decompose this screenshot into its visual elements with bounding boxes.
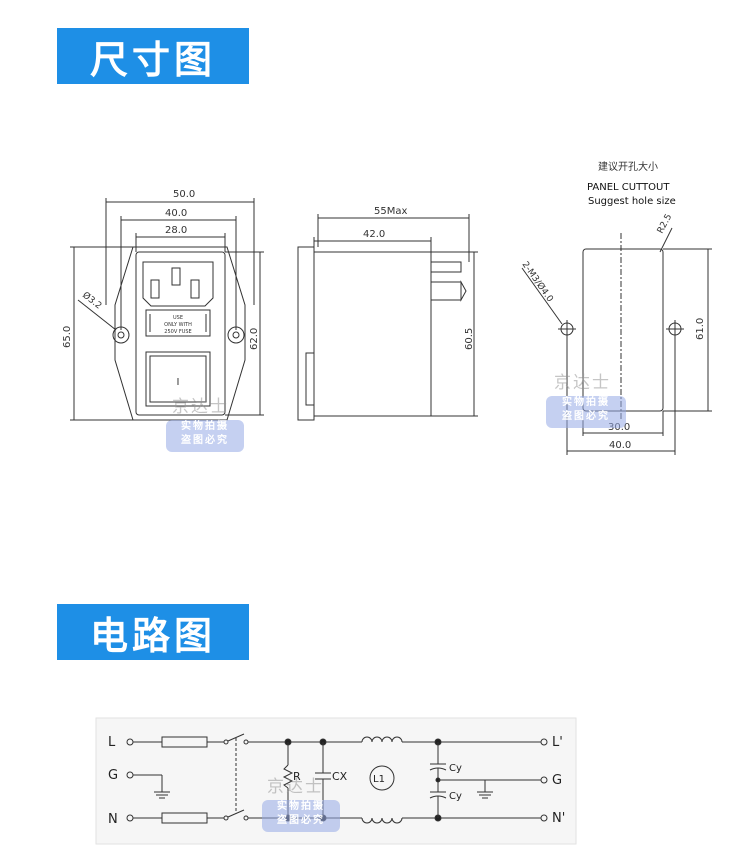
iec-inlet: [142, 261, 214, 307]
circuit-in-n: N: [108, 812, 118, 827]
label-cx: CX: [332, 770, 348, 783]
fuse-label-line2: ONLY WITH: [164, 322, 192, 328]
circuit-in-l: L: [108, 735, 116, 750]
circuit-out-n: N': [552, 811, 565, 826]
inductor-l1: [369, 765, 395, 791]
circuit-in-g: G: [108, 768, 118, 783]
circuit-out-l: L': [552, 735, 563, 750]
dimension-drawings: USE ONLY WITH 250V FUSE I 50.0 40.0 28.0…: [62, 160, 712, 455]
dim-61: 61.0: [695, 318, 706, 340]
rocker-switch: [145, 351, 211, 407]
dim-65: 65.0: [62, 326, 73, 348]
circuit-diagram: L G N R CX L1 Cy Cy L': [95, 717, 577, 845]
dim-40-cutout: 40.0: [609, 440, 631, 451]
fuse-label-line1: USE: [173, 315, 183, 321]
dim-62: 62.0: [249, 328, 260, 350]
circuit-banner: 电路图: [57, 604, 249, 660]
inductor-top: [361, 736, 403, 743]
switch-mark: I: [177, 377, 180, 388]
dim-hole: Ø3.2: [80, 290, 104, 312]
front-view: USE ONLY WITH 250V FUSE I 50.0 40.0 28.0…: [62, 189, 264, 421]
watermark-badge-2: 实物拍摄 盗图必究: [546, 396, 626, 428]
dim-55max: 55Max: [374, 206, 407, 217]
watermark-brand-1: 京达士: [172, 397, 229, 417]
fuse-holder: [145, 309, 211, 337]
resistor-r: [282, 764, 294, 789]
circuit-out-g: G: [552, 773, 562, 788]
dim-50: 50.0: [173, 189, 195, 200]
label-r: R: [293, 770, 301, 783]
label-l1: L1: [373, 774, 385, 785]
side-body: [313, 251, 432, 417]
watermark-line1: 实物拍摄: [562, 397, 610, 408]
side-view: 55Max 42.0 60.5: [297, 206, 478, 421]
dimensions-banner: 尺寸图: [57, 28, 249, 84]
label-cy2: Cy: [449, 791, 462, 802]
cutout-title-en: PANEL CUTTOUT: [587, 182, 670, 193]
watermark-line2: 盗图必究: [181, 435, 229, 446]
cutout-subtitle-en: Suggest hole size: [588, 196, 676, 207]
dim-28: 28.0: [165, 225, 187, 236]
watermark-brand-2: 京达士: [554, 373, 611, 393]
dim-r: R2.5: [656, 213, 674, 236]
inlet-pin-right: [190, 279, 200, 299]
watermark-line2: 盗图必究: [562, 411, 610, 422]
inlet-pin-middle: [171, 267, 181, 286]
inductor-bottom: [361, 817, 403, 824]
watermark-badge-1: 实物拍摄 盗图必究: [166, 420, 244, 452]
label-cy1: Cy: [449, 763, 462, 774]
watermark-line1: 实物拍摄: [181, 421, 229, 432]
watermark-brand-3: 京达士: [267, 777, 324, 797]
cutout-title-cn: 建议开孔大小: [598, 160, 658, 173]
watermark-line2: 盗图必究: [277, 815, 325, 826]
dim-holes: 2-M3/Ø4.0: [520, 259, 556, 304]
dim-60-5: 60.5: [464, 328, 475, 350]
front-body: [135, 251, 226, 416]
dim-42: 42.0: [363, 229, 385, 240]
fuse-label-line3: 250V FUSE: [164, 329, 191, 335]
watermark-line1: 实物拍摄: [277, 801, 325, 812]
dim-40: 40.0: [165, 208, 187, 219]
inlet-pin-left: [150, 279, 160, 299]
watermark-badge-3: 实物拍摄 盗图必究: [262, 800, 340, 832]
side-switch: [305, 352, 315, 406]
